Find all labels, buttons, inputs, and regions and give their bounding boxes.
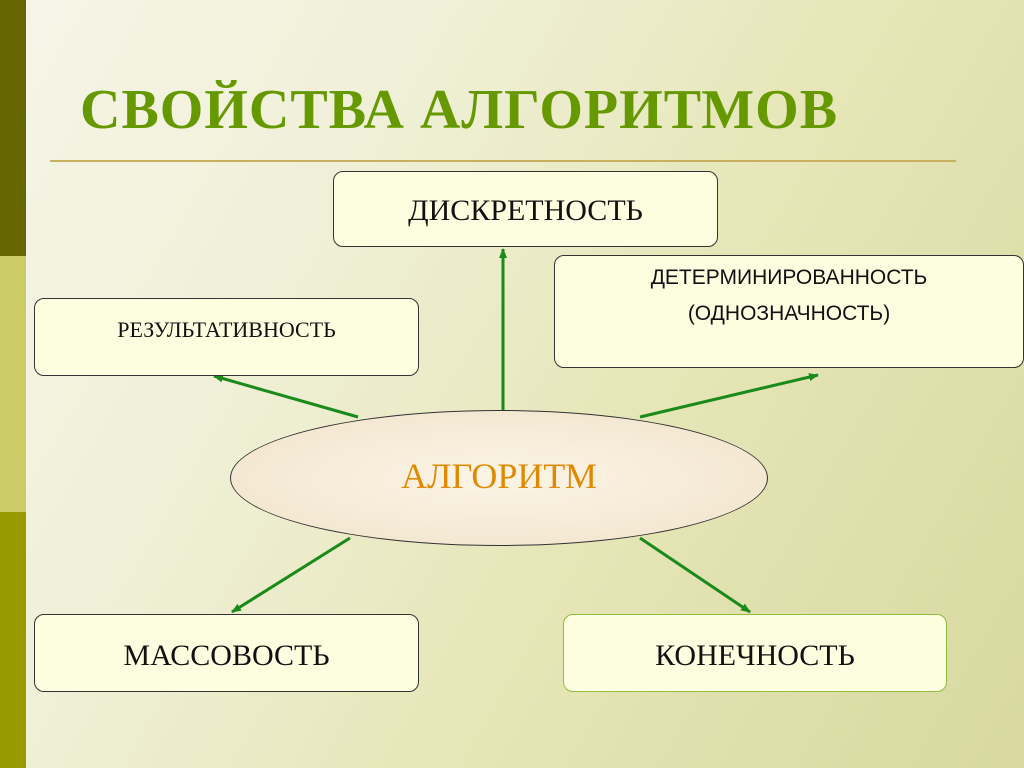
arrow-to-determinism	[639, 373, 819, 419]
arrow-to-mass-character	[231, 536, 351, 614]
property-box-mass-character: МАССОВОСТЬ	[34, 614, 419, 692]
property-label-determinism: ДЕТЕРМИНИРОВАННОСТЬ	[650, 266, 928, 289]
center-node-algorithm: АЛГОРИТМ	[230, 410, 768, 546]
arrow-to-finiteness	[639, 536, 751, 614]
side-bar-dark	[0, 0, 26, 256]
property-box-discreteness: ДИСКРЕТНОСТЬ	[333, 171, 718, 247]
center-label: АЛГОРИТМ	[401, 456, 597, 496]
property-box-finiteness: КОНЕЧНОСТЬ	[563, 614, 947, 692]
property-label-discreteness: ДИСКРЕТНОСТЬ	[408, 194, 643, 227]
property-box-effectiveness: РЕЗУЛЬТАТИВНОСТЬ	[34, 298, 419, 376]
slide-title: СВОЙСТВА АЛГОРИТМОВ	[80, 79, 839, 141]
property-label-determinism-alt: (ОДНОЗНАЧНОСТЬ)	[687, 302, 891, 325]
side-bar-light	[0, 256, 26, 512]
property-box-determinism: ДЕТЕРМИНИРОВАННОСТЬ (ОДНОЗНАЧНОСТЬ)	[554, 255, 1024, 368]
property-label-effectiveness: РЕЗУЛЬТАТИВНОСТЬ	[117, 317, 336, 342]
title-underline	[50, 160, 956, 162]
property-label-mass-character: МАССОВОСТЬ	[123, 639, 330, 672]
side-bar-olive	[0, 512, 26, 768]
arrow-to-effectiveness	[213, 374, 359, 419]
property-label-finiteness: КОНЕЧНОСТЬ	[655, 639, 855, 672]
